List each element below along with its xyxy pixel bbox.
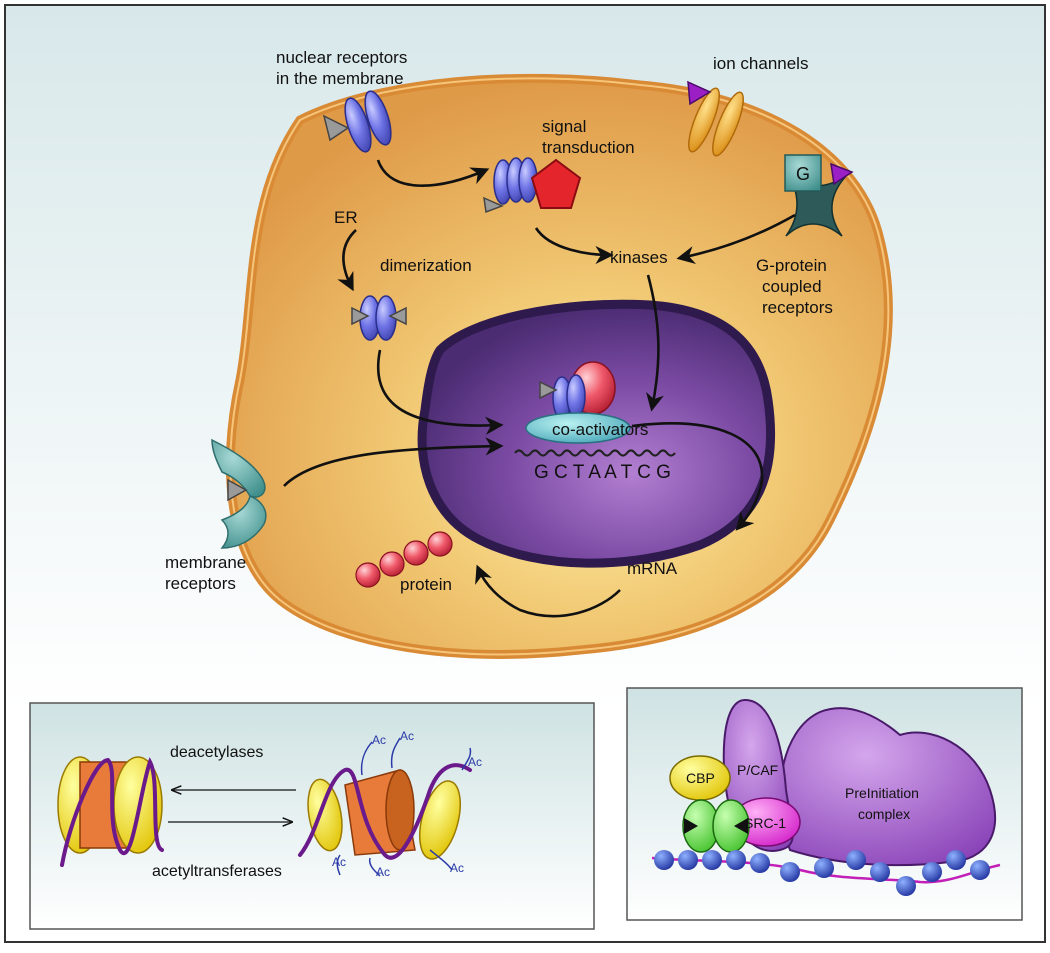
preinitiation-complex — [779, 707, 996, 867]
label-gpcr-line3: receptors — [762, 298, 833, 317]
label-signal-line2: transduction — [542, 138, 635, 157]
cell-membrane-highlight — [229, 77, 890, 656]
ac-label: Ac — [332, 855, 346, 869]
nucleosome-beads — [654, 850, 990, 896]
label-src1: SRC-1 — [744, 815, 786, 831]
acetyl-labels: Ac Ac Ac Ac Ac Ac — [332, 729, 482, 879]
arrow-er-to-dimer — [337, 229, 357, 292]
protein-chain — [355, 531, 453, 588]
dna-strand — [514, 449, 676, 457]
label-kinases: kinases — [610, 248, 668, 267]
label-er: ER — [334, 208, 358, 227]
dimerized-receptor — [351, 295, 407, 341]
arrow-receptor-to-signal — [376, 159, 490, 187]
inset-preinitiation: CBP P/CAF SRC-1 PreInitiation complex — [626, 687, 1023, 921]
arrow-dimer-to-nucleus — [376, 349, 504, 435]
membrane-nuclear-receptor — [322, 90, 392, 153]
arrow-dna-to-mrna — [631, 422, 764, 531]
transcription-complex — [525, 361, 631, 444]
arrow-mrna-to-protein — [475, 564, 621, 618]
receptor-dimer-green — [682, 799, 750, 853]
label-membrane-line2: receptors — [165, 574, 236, 593]
label-mrna: mRNA — [627, 559, 678, 578]
g-protein-coupled-receptor — [784, 154, 854, 237]
label-membrane-line1: membrane — [165, 553, 246, 572]
dna-sequence: G C T A A T C G — [534, 462, 671, 483]
ion-channel — [687, 80, 744, 157]
signal-transduction-complex — [483, 157, 582, 214]
label-acetyltransferases: acetyltransferases — [152, 863, 282, 880]
label-gpcr-line2: coupled — [762, 277, 822, 296]
label-nuclear-receptors-line1: nuclear receptors — [276, 48, 407, 67]
label-gpcr-line1: G-protein — [756, 256, 827, 275]
label-signal-line1: signal — [542, 117, 586, 136]
acetylated-nucleosome — [298, 737, 472, 877]
compact-nucleosome — [57, 756, 164, 867]
arrow-membrane-receptor-to-nucleus — [283, 437, 504, 487]
arrow-gpcr-to-kinases — [676, 213, 796, 265]
ac-label: Ac — [450, 861, 464, 875]
label-co-activators: co-activators — [552, 420, 648, 439]
ac-label: Ac — [400, 729, 414, 743]
ac-label: Ac — [376, 865, 390, 879]
label-cbp: CBP — [686, 770, 715, 786]
membrane-receptor — [211, 438, 267, 549]
label-deacetylases: deacetylases — [170, 744, 263, 761]
label-protein: protein — [400, 575, 452, 594]
label-g: G — [796, 164, 810, 184]
ac-label: Ac — [372, 733, 386, 747]
ac-label: Ac — [468, 755, 482, 769]
inset-acetylation: Ac Ac Ac Ac Ac Ac deacetylases acetyltra… — [29, 702, 595, 930]
label-ion-channels: ion channels — [713, 54, 808, 73]
label-pcaf: P/CAF — [737, 762, 778, 778]
arrow-signal-to-kinases — [534, 227, 614, 265]
label-nuclear-receptors-line2: in the membrane — [276, 69, 404, 88]
pathway-arrows — [283, 159, 796, 618]
arrow-kinases-to-nucleus — [646, 274, 664, 412]
label-preinit-line1: PreInitiation — [845, 785, 919, 801]
label-preinit-line2: complex — [858, 806, 910, 822]
label-dimerization: dimerization — [380, 256, 472, 275]
